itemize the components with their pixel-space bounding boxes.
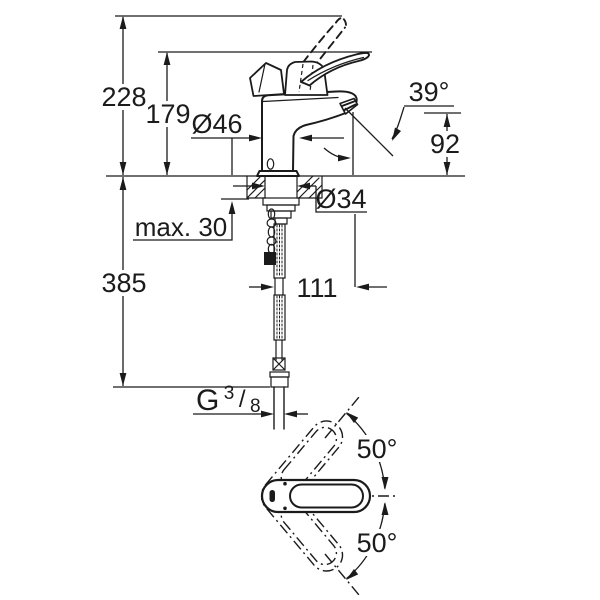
pop-up-rod-hole: [266, 158, 275, 170]
supply-hose-lower: [273, 294, 286, 341]
dimension-hole-diameter: Ø34: [233, 182, 367, 214]
lever-shading-line: [307, 56, 365, 82]
fixing-chain: [264, 208, 277, 265]
dimension-lever-height: 179: [145, 52, 191, 175]
label-max30: max. 30: [135, 212, 228, 242]
thread-numerator: 3: [224, 383, 235, 404]
label-385: 385: [101, 268, 146, 298]
handle-position-center: [260, 478, 372, 514]
dimension-spout-angle: 39°: [323, 77, 454, 175]
thread-denominator: 8: [250, 396, 261, 417]
head-cap-flap: [249, 62, 285, 97]
extension-line-upper: [324, 396, 360, 439]
hose-plain-segment: [274, 277, 284, 296]
connector-tube: [273, 386, 285, 430]
label-39deg: 39°: [409, 77, 450, 107]
mounting-washer: [266, 204, 296, 212]
chain-end-tab: [264, 252, 276, 265]
extension-line-lower: [324, 553, 360, 596]
label-179: 179: [145, 99, 190, 129]
flap-fold-line: [258, 63, 266, 93]
label-50deg-lower: 50°: [357, 528, 398, 558]
spout-aerator: [339, 97, 359, 115]
mounting-flange: [262, 197, 300, 206]
dimension-spout-outlet-height: 92: [424, 112, 463, 175]
dimension-overall-height: 228: [101, 16, 147, 175]
dimension-thread-size: G 3 / 8: [193, 383, 308, 418]
faucet-side-view: [249, 17, 370, 177]
hose-crimp-band: [272, 357, 286, 371]
label-d46: Ø46: [191, 109, 242, 139]
dimension-max-deck-thickness: max. 30: [133, 198, 249, 242]
dimension-spout-projection: 111: [249, 214, 387, 303]
handle-temp-marker: [269, 490, 275, 502]
shank-step: [274, 217, 288, 225]
below-deck-plumbing: [262, 197, 300, 430]
spout-stream-direction-line: [344, 107, 394, 157]
label-228: 228: [101, 82, 146, 112]
dimension-below-deck-length: 385: [101, 177, 270, 388]
deck-section: [106, 175, 465, 199]
hose-neck: [275, 339, 283, 361]
label-g38: G 3 / 8: [196, 383, 261, 417]
label-50deg-upper: 50°: [357, 434, 398, 464]
label-92: 92: [430, 129, 460, 159]
spout-top-edge: [262, 96, 339, 103]
connector-collar: [269, 371, 290, 378]
thread-letter: G: [196, 384, 219, 417]
handle-bottom-view: 50° 50°: [260, 396, 401, 596]
faucet-base-plate: [256, 170, 300, 177]
dimension-body-diameter: Ø46: [191, 109, 344, 175]
thread-slash: /: [239, 386, 246, 413]
cartridge-hidden-lines: [298, 63, 314, 93]
label-d34: Ø34: [315, 184, 366, 214]
supply-hose-upper: [273, 223, 286, 279]
label-111: 111: [296, 273, 337, 303]
connector-nut-g38: [270, 376, 289, 388]
